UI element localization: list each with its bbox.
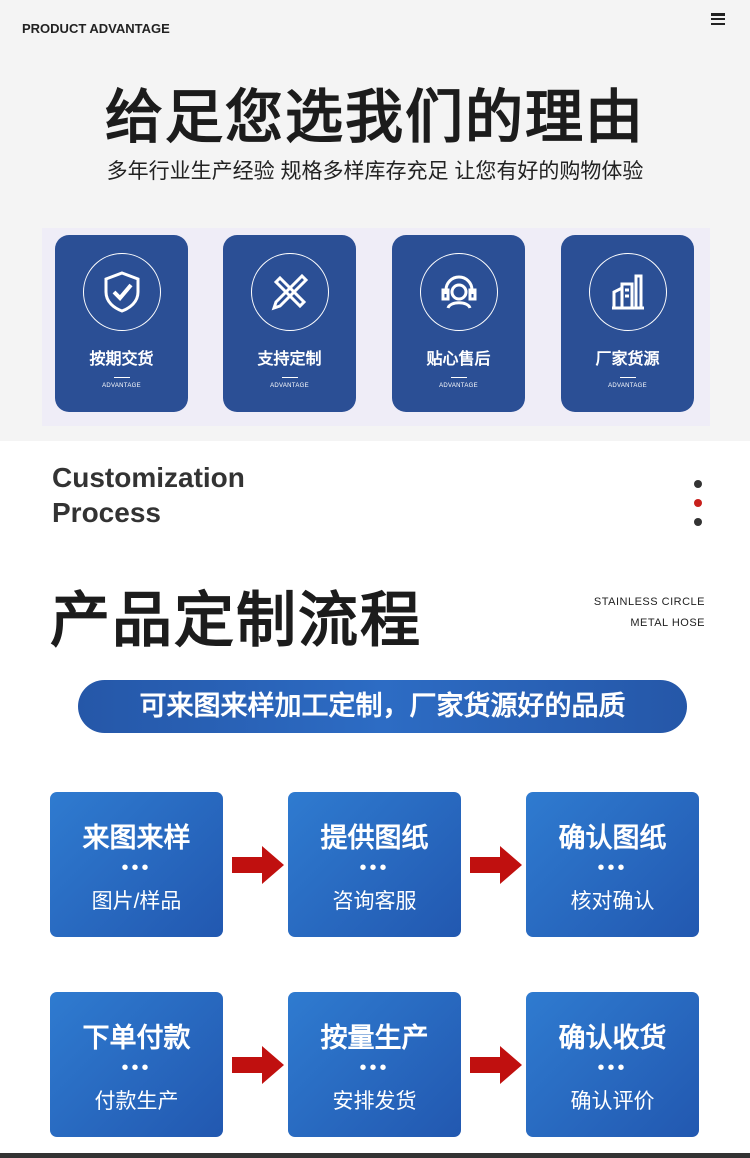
process-step: 确认收货 ••• 确认评价 (526, 992, 699, 1137)
step-subtitle: 核对确认 (570, 890, 655, 913)
advantage-label: ADVANTAGE (439, 383, 478, 389)
advantage-card: 按期交货 ADVANTAGE (55, 235, 188, 412)
eyebrow: PRODUCT ADVANTAGE (22, 21, 170, 36)
process-banner: 可来图来样加工定制，厂家货源好的品质 (78, 680, 687, 733)
step-dots: ••• (597, 857, 628, 879)
factory-icon (588, 253, 667, 331)
divider (0, 1153, 750, 1158)
step-subtitle: 确认评价 (570, 1090, 655, 1113)
step-title: 确认图纸 (558, 823, 667, 853)
step-dots: ••• (359, 1057, 390, 1079)
step-title: 提供图纸 (320, 823, 429, 853)
advantage-card: 支持定制 ADVANTAGE (223, 235, 356, 412)
step-dots: ••• (121, 857, 152, 879)
dots-decoration (694, 480, 702, 537)
advantage-label: ADVANTAGE (102, 383, 141, 389)
arrow-right-icon (470, 1046, 522, 1084)
advantage-label: ADVANTAGE (608, 383, 647, 389)
step-title: 按量生产 (320, 1023, 429, 1053)
shield-check-icon (82, 253, 161, 331)
advantage-label: ADVANTAGE (270, 383, 309, 389)
advantage-card: 厂家货源 ADVANTAGE (561, 235, 694, 412)
step-dots: ••• (597, 1057, 628, 1079)
advantage-title: 支持定制 (257, 351, 322, 368)
arrow-right-icon (470, 846, 522, 884)
step-title: 确认收货 (558, 1023, 667, 1053)
advantage-title: 厂家货源 (595, 351, 660, 368)
arrow-right-icon (232, 846, 284, 884)
process-step: 按量生产 ••• 安排发货 (288, 992, 461, 1137)
step-subtitle: 图片/样品 (91, 890, 182, 913)
advantage-card: 贴心售后 ADVANTAGE (392, 235, 525, 412)
step-dots: ••• (121, 1057, 152, 1079)
hamburger-icon[interactable] (711, 13, 725, 25)
advantage-title: 按期交货 (89, 351, 154, 368)
hero-subtitle: 多年行业生产经验 规格多样库存充足 让您有好的购物体验 (106, 160, 644, 183)
step-title: 来图来样 (82, 823, 191, 853)
process-step: 来图来样 ••• 图片/样品 (50, 792, 223, 937)
headset-icon (419, 253, 498, 331)
step-dots: ••• (359, 857, 390, 879)
process-step: 提供图纸 ••• 咨询客服 (288, 792, 461, 937)
pencil-ruler-icon (250, 253, 329, 331)
step-title: 下单付款 (82, 1023, 191, 1053)
arrow-right-icon (232, 1046, 284, 1084)
process-step: 确认图纸 ••• 核对确认 (526, 792, 699, 937)
step-subtitle: 咨询客服 (332, 890, 417, 913)
step-subtitle: 安排发货 (332, 1090, 417, 1113)
advantage-title: 贴心售后 (426, 351, 491, 368)
step-subtitle: 付款生产 (94, 1090, 179, 1113)
hero-title: 给足您选我们的理由 (104, 85, 645, 150)
process-title: 产品定制流程 (50, 587, 422, 654)
process-step: 下单付款 ••• 付款生产 (50, 992, 223, 1137)
